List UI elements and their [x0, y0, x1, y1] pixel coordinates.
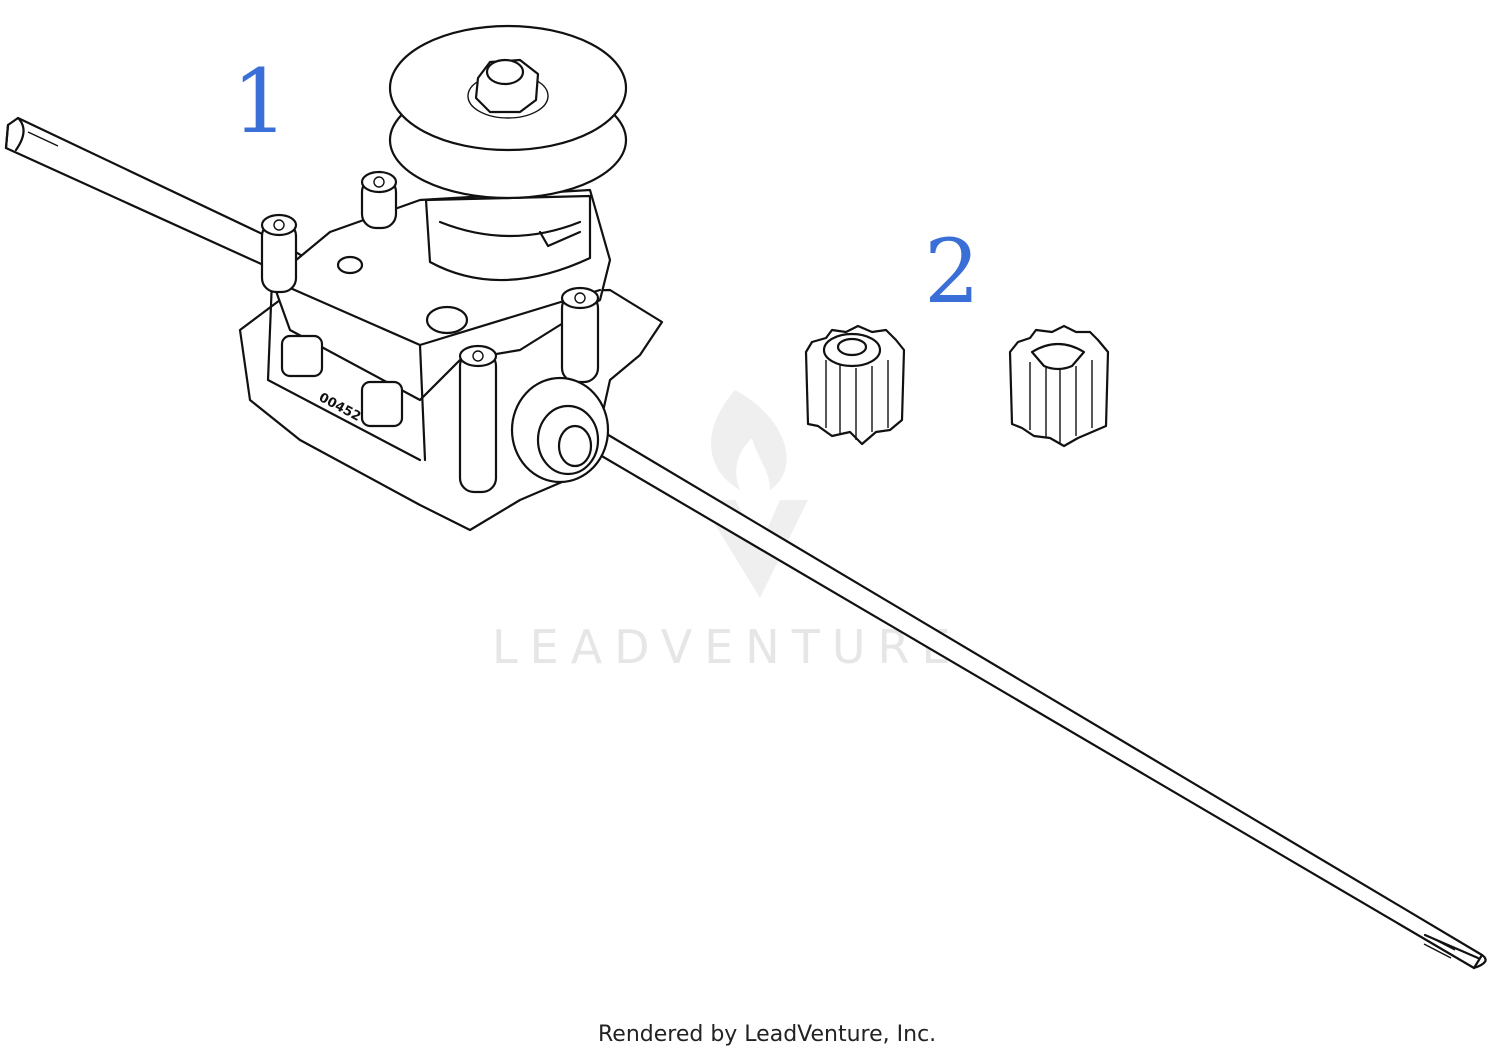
pulley [388, 24, 628, 282]
watermark-logo: LEADVENTURE [492, 390, 963, 674]
side-clip-left [280, 334, 324, 378]
pulley-nut [474, 58, 540, 114]
axle-shaft [4, 116, 1487, 970]
side-clip-right [360, 380, 404, 428]
pinion-gear-d-bore [1008, 324, 1110, 448]
watermark-text: LEADVENTURE [492, 620, 963, 674]
bolt-post-top [360, 170, 398, 230]
callout-part-1: 1 [232, 50, 288, 153]
bolt-post-right [560, 286, 600, 384]
bolt-post-left [260, 213, 298, 294]
bolt-post-front [458, 344, 498, 494]
pinion-gear-round-bore [804, 324, 906, 446]
bearing-collar [510, 376, 610, 484]
callout-part-2: 2 [924, 220, 980, 323]
footer-rendered-by: Rendered by LeadVenture, Inc. [598, 1022, 936, 1047]
gearbox-assembly: 00452 [238, 170, 664, 532]
housing-logo-mark [336, 255, 364, 275]
housing-boss [425, 305, 469, 335]
